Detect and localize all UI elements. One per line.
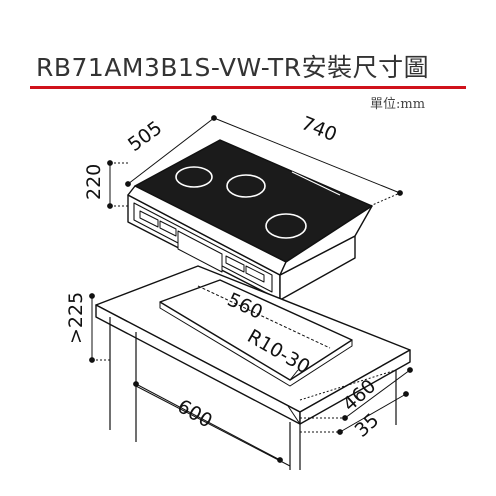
dim-505: 505 — [124, 117, 166, 156]
burner-center-icon — [226, 174, 266, 198]
burner-right-icon — [265, 213, 307, 239]
dim-600: 600 — [174, 395, 216, 432]
front-knob-mid — [159, 220, 177, 237]
burner-left-icon — [175, 166, 213, 188]
cutout-inner-depth — [159, 302, 353, 387]
countertop-right-edge — [299, 349, 411, 425]
front-knob-right1 — [225, 255, 245, 273]
cabinet — [109, 317, 397, 470]
vent-grill — [291, 165, 349, 196]
dim-35: 35 — [351, 409, 384, 442]
dim-220: 220 — [83, 164, 105, 200]
cooktop-right-edge — [279, 205, 373, 276]
dim-740: 740 — [298, 112, 340, 146]
front-knob-right2 — [245, 265, 265, 283]
front-oven-door — [177, 230, 223, 273]
page-title: RB71AM3B1S-VW-TR安裝尺寸圖 — [36, 53, 430, 82]
cooktop — [127, 139, 373, 301]
dim-225: >225 — [65, 292, 87, 344]
front-knob-left — [139, 210, 159, 228]
countertop-dimensions — [89, 285, 413, 463]
unit-label: 單位:mm — [370, 97, 426, 112]
countertop-corner — [287, 405, 301, 425]
countertop — [95, 265, 411, 425]
cooktop-dimensions — [107, 115, 403, 209]
title-underline — [30, 86, 466, 89]
